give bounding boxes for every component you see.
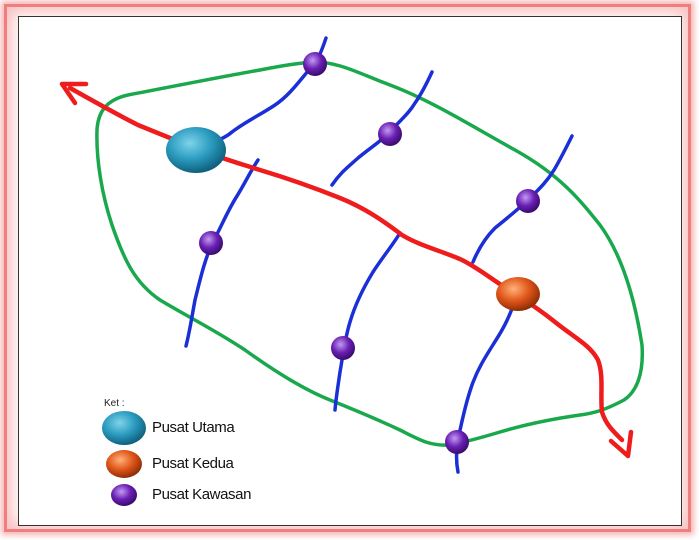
legend-label: Pusat Kedua [152, 455, 234, 472]
pusat-kawasan-node [378, 122, 402, 146]
legend-item-pusat-kedua: Pusat Kedua [152, 455, 234, 472]
pusat-utama-node [166, 127, 226, 173]
pusat-kawasan-icon [111, 484, 137, 506]
legend-item-pusat-utama: Pusat Utama [152, 419, 235, 436]
south-arrowhead [608, 429, 634, 459]
legend-label: Pusat Kawasan [152, 486, 252, 503]
secondary-road [333, 231, 402, 412]
secondary-road [203, 36, 328, 147]
legend-item-pusat-kawasan: Pusat Kawasan [152, 486, 251, 503]
secondary-road [184, 158, 260, 348]
pusat-kawasan-node [516, 189, 540, 213]
pusat-kedua-icon [106, 450, 142, 478]
pusat-utama-icon [102, 411, 146, 445]
pusat-kawasan-node [199, 231, 223, 255]
legend-label: Pusat Utama [152, 419, 235, 436]
region-boundary [95, 60, 645, 447]
pusat-kedua-node [496, 277, 540, 311]
pusat-kawasan-node [303, 52, 327, 76]
main-road [67, 85, 625, 443]
legend-title: Ket : [104, 398, 125, 409]
pusat-kawasan-node [331, 336, 355, 360]
pusat-kawasan-node [445, 430, 469, 454]
west-arrowhead [59, 81, 89, 106]
